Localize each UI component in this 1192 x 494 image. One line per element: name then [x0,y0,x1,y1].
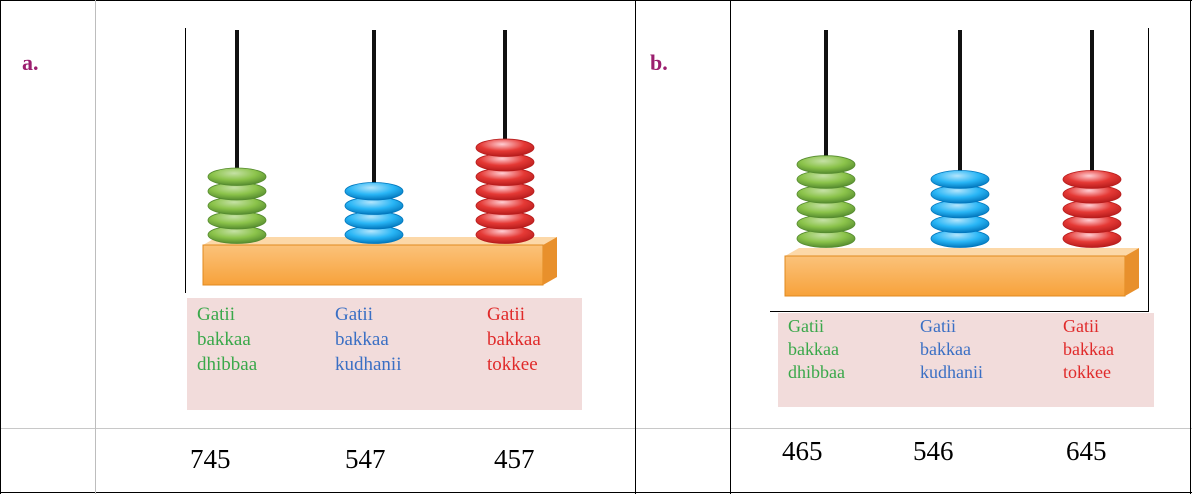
abacus-base-1 [784,255,1126,297]
bead-0-1-3 [344,182,404,201]
exercise-letter-a: a. [22,50,39,75]
abacus-base-side-1 [1125,248,1139,296]
abacus-base-side-0 [543,237,557,285]
bead-0-2-6 [475,138,535,157]
rod-0-2 [503,30,507,242]
col-divider-middle [635,0,636,494]
abacus-b-frame-bottom [770,311,1149,312]
rod-1-0 [824,30,828,246]
number-a-3: 457 [494,444,535,474]
number-a-1: 745 [190,444,231,474]
abacus-a-frame-line [185,28,186,293]
rod-0-0 [235,30,239,242]
bead-1-0-5 [796,155,856,174]
rod-1-2 [1090,30,1094,246]
rod-1-1 [958,30,962,246]
abacus-base-0 [202,244,544,286]
label-ones-b: Gatii bakkaa tokkee [1063,316,1114,382]
bead-1-1-4 [930,170,990,189]
bead-0-0-4 [207,167,267,186]
label-hundreds-a: Gatii bakkaa dhibbaa [197,304,258,375]
label-ones-a: Gatii bakkaa tokkee [487,304,541,375]
number-b-1: 465 [782,436,823,466]
table-right-border [1190,0,1191,494]
exercise-letter-b: b. [650,50,668,75]
bead-1-2-4 [1062,170,1122,189]
table-bottom-border [0,492,1192,493]
col-divider-b [730,0,731,494]
abacus-base-top-1 [785,248,1139,256]
place-value-labels-b: Gatii bakkaa dhibbaa Gatii bakkaa kudhan… [778,313,1154,407]
col-divider-a [95,0,96,494]
place-value-labels-a: Gatii bakkaa dhibbaa Gatii bakkaa kudhan… [187,298,582,410]
number-b-2: 546 [913,436,954,466]
abacus-a-drawing [202,30,557,286]
abacus-b-frame-line [1148,28,1149,311]
number-a-2: 547 [345,444,386,474]
label-tens-a: Gatii bakkaa kudhanii [335,304,402,375]
abacus-b-drawing [784,30,1139,297]
number-b-3: 645 [1066,436,1107,466]
table-row-divider [0,428,1192,429]
rod-0-1 [372,30,376,242]
label-hundreds-b: Gatii bakkaa dhibbaa [788,316,845,382]
label-tens-b: Gatii bakkaa kudhanii [920,316,983,382]
table-left-border [0,0,1,494]
table-top-border [0,0,1192,1]
